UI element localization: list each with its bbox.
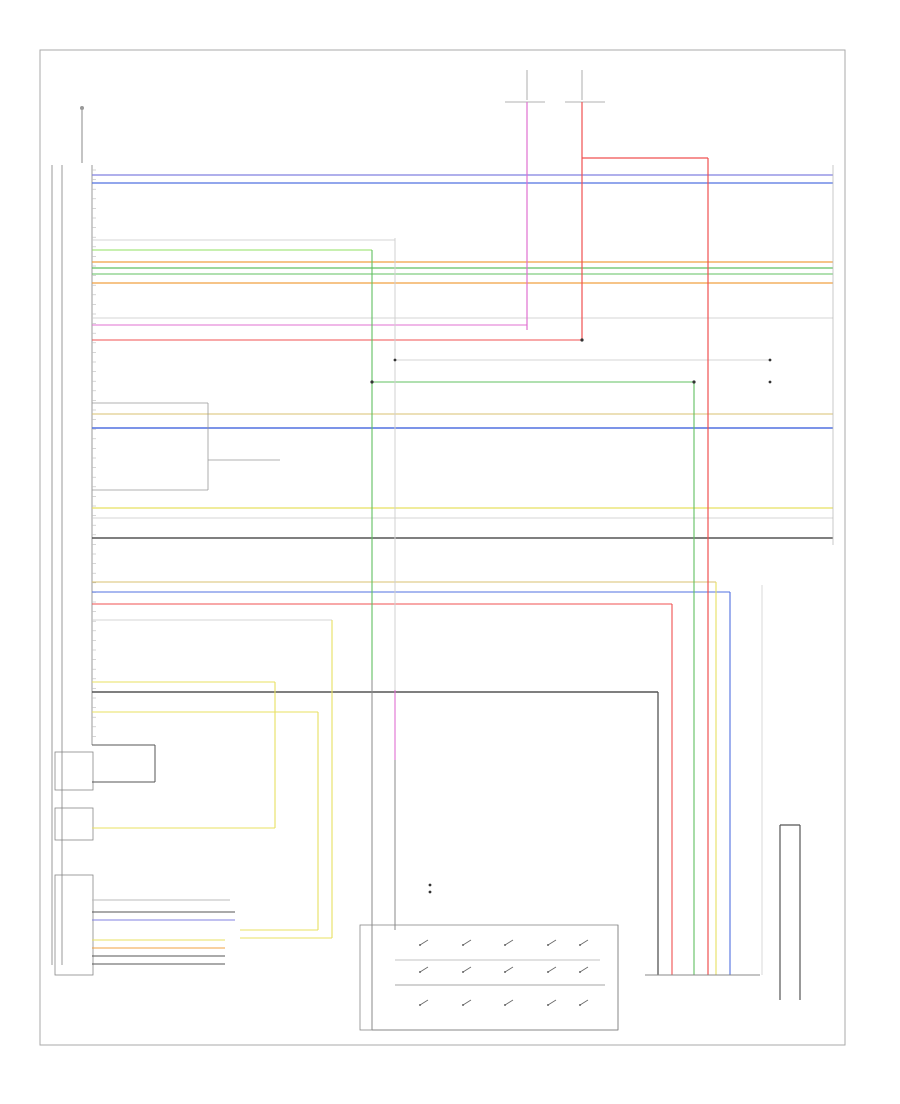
diagram-frame	[39, 49, 846, 1046]
switch-terminal	[547, 944, 549, 946]
bracket	[92, 402, 280, 491]
switch-assembly	[359, 924, 619, 1031]
switch-terminal	[462, 944, 464, 946]
switch-terminal	[547, 971, 549, 973]
switch-terminal	[504, 971, 506, 973]
switch-terminal	[547, 1004, 549, 1006]
switch-terminal	[462, 971, 464, 973]
switch-terminal	[579, 1004, 581, 1006]
switch-terminal	[579, 944, 581, 946]
switch-terminal	[419, 971, 421, 973]
switch-contact	[462, 966, 472, 973]
switch-terminal	[504, 1004, 506, 1006]
switch-contact	[504, 999, 514, 1006]
switch-contact	[504, 939, 514, 946]
switch-contact	[419, 939, 429, 946]
switch-terminal	[504, 944, 506, 946]
right-lower-harness	[645, 382, 801, 1000]
wire-harness	[92, 174, 833, 713]
left-connector-pin-labels	[92, 169, 96, 737]
switch-terminal	[579, 971, 581, 973]
switch-terminal	[462, 1004, 464, 1006]
switch-contact	[419, 966, 429, 973]
switch-terminal	[419, 944, 421, 946]
top-fuse-feeds	[505, 70, 709, 975]
switch-contact	[504, 966, 514, 973]
lower-left-modules	[54, 620, 333, 976]
switch-contact	[547, 999, 557, 1006]
switch-contact	[419, 999, 429, 1006]
switch-contact	[462, 939, 472, 946]
switch-contact	[579, 999, 589, 1006]
switch-contacts	[419, 939, 589, 1006]
center-harness	[371, 238, 619, 1031]
switch-contact	[579, 939, 589, 946]
switch-contact	[547, 939, 557, 946]
switch-terminal	[419, 1004, 421, 1006]
switch-contact	[579, 966, 589, 973]
switch-contact	[547, 966, 557, 973]
left-connector	[51, 106, 96, 965]
switch-contact	[462, 999, 472, 1006]
splice-points	[370, 338, 772, 894]
